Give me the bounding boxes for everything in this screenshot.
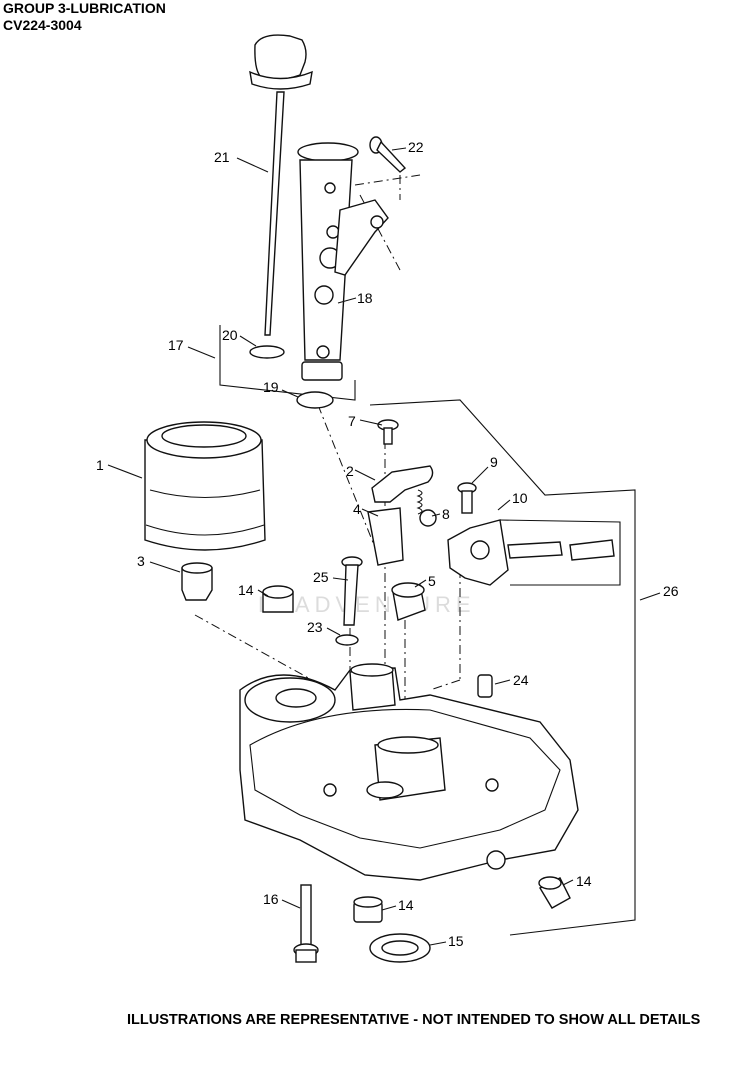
dipstick [249, 34, 313, 336]
callout-7: 7 [348, 413, 356, 429]
callout-22: 22 [408, 139, 424, 155]
bolt-22 [369, 136, 407, 173]
bolt-9 [457, 482, 477, 514]
spring [416, 489, 423, 515]
group-title: GROUP 3-LUBRICATION [3, 0, 166, 16]
callout-25: 25 [313, 569, 329, 585]
callout-23: 23 [307, 619, 323, 635]
oil-seal-15 [369, 933, 431, 963]
callout-4: 4 [353, 501, 361, 517]
plug-14-left [262, 585, 294, 613]
o-ring-19 [296, 391, 334, 409]
bracket-10 [499, 519, 621, 586]
model-number: CV224-3004 [3, 17, 82, 33]
callout-14-bottom: 14 [398, 897, 414, 913]
callout-14-left: 14 [238, 582, 254, 598]
callout-16: 16 [263, 891, 279, 907]
callout-5: 5 [428, 573, 436, 589]
bolt-16 [293, 884, 319, 963]
callout-20: 20 [222, 327, 238, 343]
callout-3: 3 [137, 553, 145, 569]
callout-9: 9 [490, 454, 498, 470]
page-header: GROUP 3-LUBRICATION CV224-3004 [3, 0, 166, 34]
leader-lines [107, 147, 661, 946]
callout-1: 1 [96, 457, 104, 473]
gasket-4 [367, 507, 404, 566]
callouts: 1 2 3 4 5 7 8 9 10 14 14 14 15 16 17 18 … [96, 139, 679, 949]
o-ring-20 [249, 345, 285, 359]
callout-17: 17 [168, 337, 184, 353]
washer-23 [335, 634, 359, 646]
adapter-3 [181, 562, 213, 601]
callout-18: 18 [357, 290, 373, 306]
callout-26: 26 [663, 583, 679, 599]
callout-10: 10 [512, 490, 528, 506]
callout-14-right: 14 [576, 873, 592, 889]
callout-19: 19 [263, 379, 279, 395]
oil-pump [447, 519, 615, 586]
plug-14-bottom [353, 896, 383, 923]
callout-21: 21 [214, 149, 230, 165]
bracket-26 [369, 399, 636, 936]
closure-plate [239, 663, 579, 881]
dipstick-tube [297, 142, 389, 381]
callout-2: 2 [346, 463, 354, 479]
plug-14-right [538, 876, 571, 909]
callout-24: 24 [513, 672, 529, 688]
oil-filter [144, 421, 266, 551]
disclaimer-footer: ILLUSTRATIONS ARE REPRESENTATIVE - NOT I… [127, 1012, 701, 1028]
callout-8: 8 [442, 506, 450, 522]
screw-7 [377, 419, 399, 445]
callout-15: 15 [448, 933, 464, 949]
ball-8 [419, 509, 437, 527]
dowel-24 [477, 674, 493, 698]
retainer-2 [371, 465, 434, 503]
